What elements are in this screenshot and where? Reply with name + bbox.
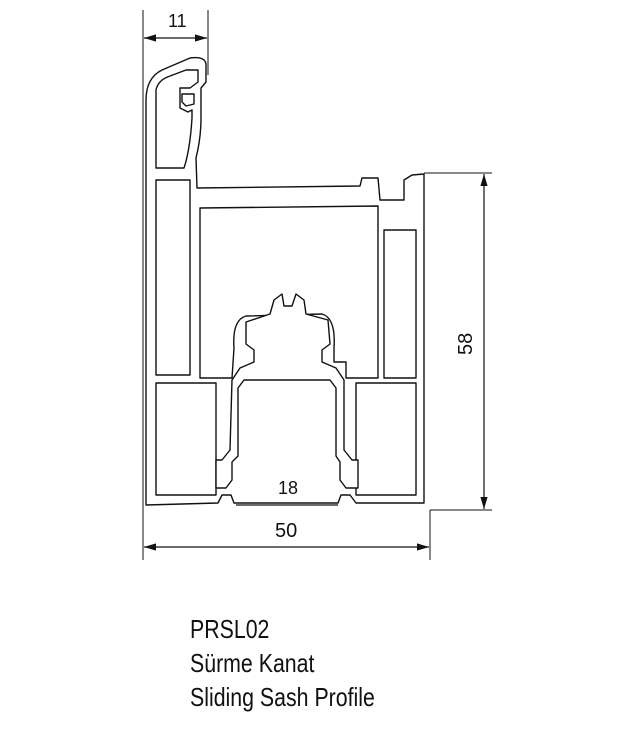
extension-lines bbox=[142, 10, 492, 560]
dim-label-overall-width: 50 bbox=[275, 520, 297, 542]
profile-name-turkish: Sürme Kanat bbox=[190, 648, 315, 678]
caption-block: PRSL02 Sürme Kanat Sliding Sash Profile bbox=[190, 612, 375, 714]
profile-code: PRSL02 bbox=[190, 614, 270, 644]
dimension-lines bbox=[144, 34, 488, 551]
dim-label-inner-width: 18 bbox=[278, 478, 298, 498]
sash-profile-section bbox=[145, 56, 425, 506]
dim-label-height: 58 bbox=[455, 333, 477, 355]
profile-name-english: Sliding Sash Profile bbox=[190, 682, 375, 712]
dim-label-top-width: 11 bbox=[168, 11, 187, 31]
